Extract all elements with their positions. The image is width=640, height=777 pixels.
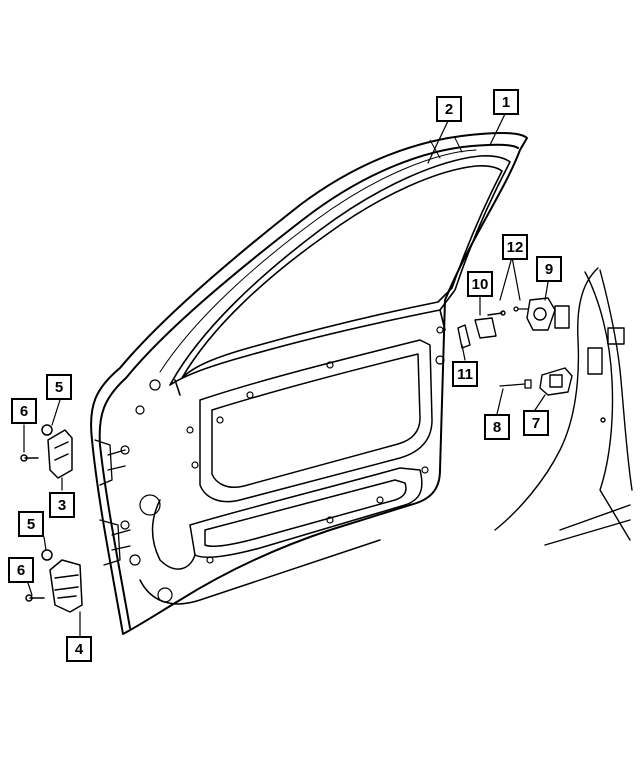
- callout-12: 12: [502, 234, 528, 260]
- callout-7: 7: [523, 410, 549, 436]
- callout-6-lower: 6: [8, 557, 34, 583]
- callout-5-upper: 5: [46, 374, 72, 400]
- leader-lines: [23, 113, 549, 637]
- bumper: [474, 310, 506, 339]
- callout-11: 11: [452, 361, 478, 387]
- latch-plate: [526, 297, 570, 331]
- lower-hinge: [25, 549, 83, 613]
- callout-4: 4: [66, 636, 92, 662]
- callout-1: 1: [493, 89, 519, 115]
- callout-5-lower: 5: [18, 511, 44, 537]
- callout-6-upper: 6: [11, 398, 37, 424]
- door-hinge-side: [94, 439, 131, 566]
- body-pillar: [494, 267, 633, 546]
- screw-8: [499, 379, 532, 389]
- callout-3: 3: [49, 492, 75, 518]
- callout-9: 9: [536, 256, 562, 282]
- callout-8: 8: [484, 414, 510, 440]
- inner-panel: [139, 339, 433, 605]
- callout-2: 2: [436, 96, 462, 122]
- window-frame: [169, 155, 511, 396]
- callout-10: 10: [467, 271, 493, 297]
- pad: [457, 324, 471, 349]
- upper-hinge: [20, 424, 73, 479]
- screw-12: [513, 306, 529, 312]
- door-holes: [120, 326, 445, 603]
- striker: [539, 367, 573, 396]
